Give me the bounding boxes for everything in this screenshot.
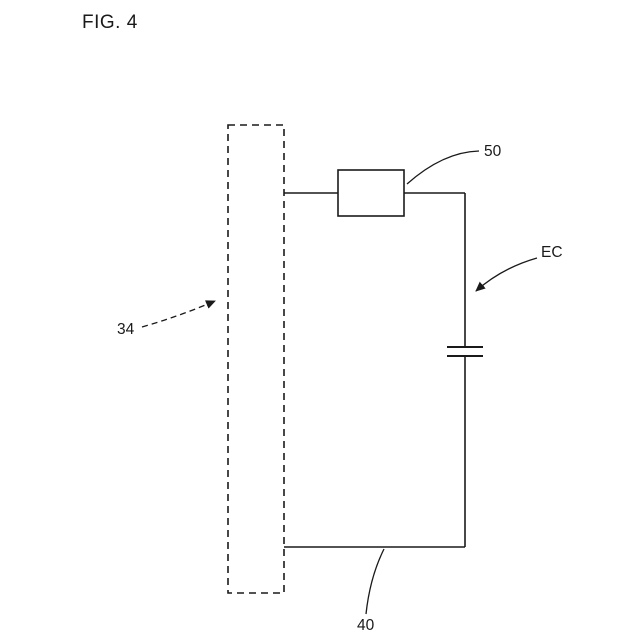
leader-line-40 bbox=[365, 548, 385, 615]
component-box-rect bbox=[337, 169, 405, 217]
ref-label-ec: EC bbox=[541, 244, 563, 261]
ref-label-40: 40 bbox=[357, 617, 375, 634]
ref-label-34: 34 bbox=[117, 321, 135, 338]
dashed-arrow-34 bbox=[141, 300, 216, 328]
ec-arrow bbox=[475, 257, 538, 292]
figure-title: FIG. 4 bbox=[82, 12, 138, 33]
dashed-panel-rect bbox=[227, 124, 285, 594]
leader-line-50 bbox=[406, 150, 480, 185]
ref-label-50: 50 bbox=[484, 143, 502, 160]
